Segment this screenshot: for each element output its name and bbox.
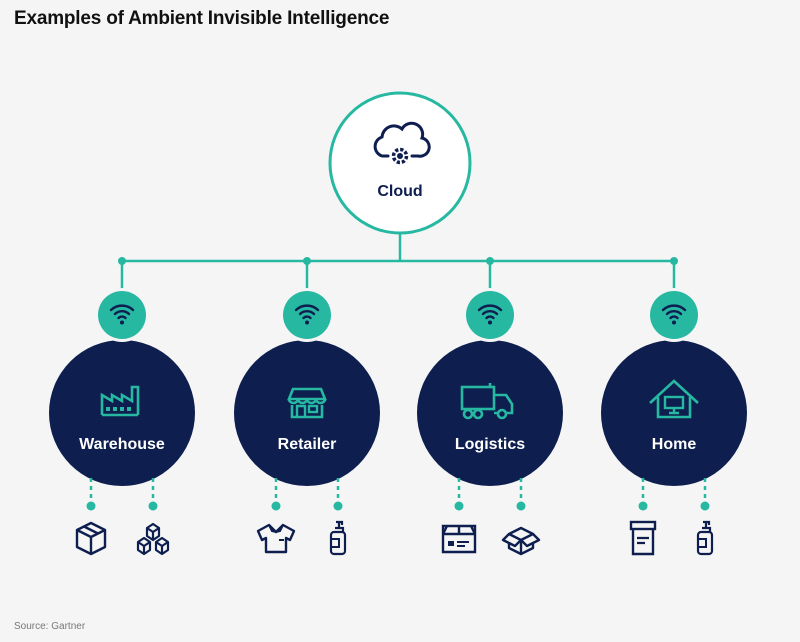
node-logistics xyxy=(417,257,563,556)
node-warehouse xyxy=(49,257,195,556)
node-label-home: Home xyxy=(651,436,697,453)
open-box-icon xyxy=(501,526,541,556)
leader-dot xyxy=(638,501,648,511)
pump-bottle-icon xyxy=(696,520,714,556)
leader-dot xyxy=(516,501,526,511)
jar-container-icon xyxy=(629,520,657,556)
node-home xyxy=(601,257,747,556)
diagram-title: Examples of Ambient Invisible Intelligen… xyxy=(14,8,390,29)
cloud-gear-icon xyxy=(373,121,431,165)
leader-dot xyxy=(86,501,96,511)
shipping-box-label-icon xyxy=(441,524,477,554)
wifi-circle xyxy=(98,291,146,339)
storefront-icon xyxy=(287,387,327,419)
leader-dot xyxy=(148,501,158,511)
node-retailer xyxy=(234,257,380,556)
factory-icon xyxy=(100,385,140,417)
package-box-icon xyxy=(75,521,107,556)
node-circle xyxy=(417,340,563,486)
node-label-retailer: Retailer xyxy=(277,436,337,453)
wifi-circle xyxy=(466,291,514,339)
wifi-circle xyxy=(650,291,698,339)
leader-dot xyxy=(454,501,464,511)
source-note: Source: Gartner xyxy=(14,621,86,632)
leader-dot xyxy=(333,501,343,511)
node-circle xyxy=(49,340,195,486)
pump-bottle-icon xyxy=(329,520,347,556)
smart-home-icon xyxy=(649,379,699,419)
node-circle xyxy=(234,340,380,486)
stacked-boxes-icon xyxy=(136,522,170,556)
leader-dot xyxy=(271,501,281,511)
delivery-truck-icon xyxy=(460,383,514,420)
node-label-warehouse: Warehouse xyxy=(79,436,165,453)
cloud-label: Cloud xyxy=(377,183,423,200)
cloud-node-circle xyxy=(328,91,472,235)
wifi-circle xyxy=(283,291,331,339)
node-label-logistics: Logistics xyxy=(454,436,526,453)
polo-shirt-icon xyxy=(256,523,296,554)
leader-dot xyxy=(700,501,710,511)
